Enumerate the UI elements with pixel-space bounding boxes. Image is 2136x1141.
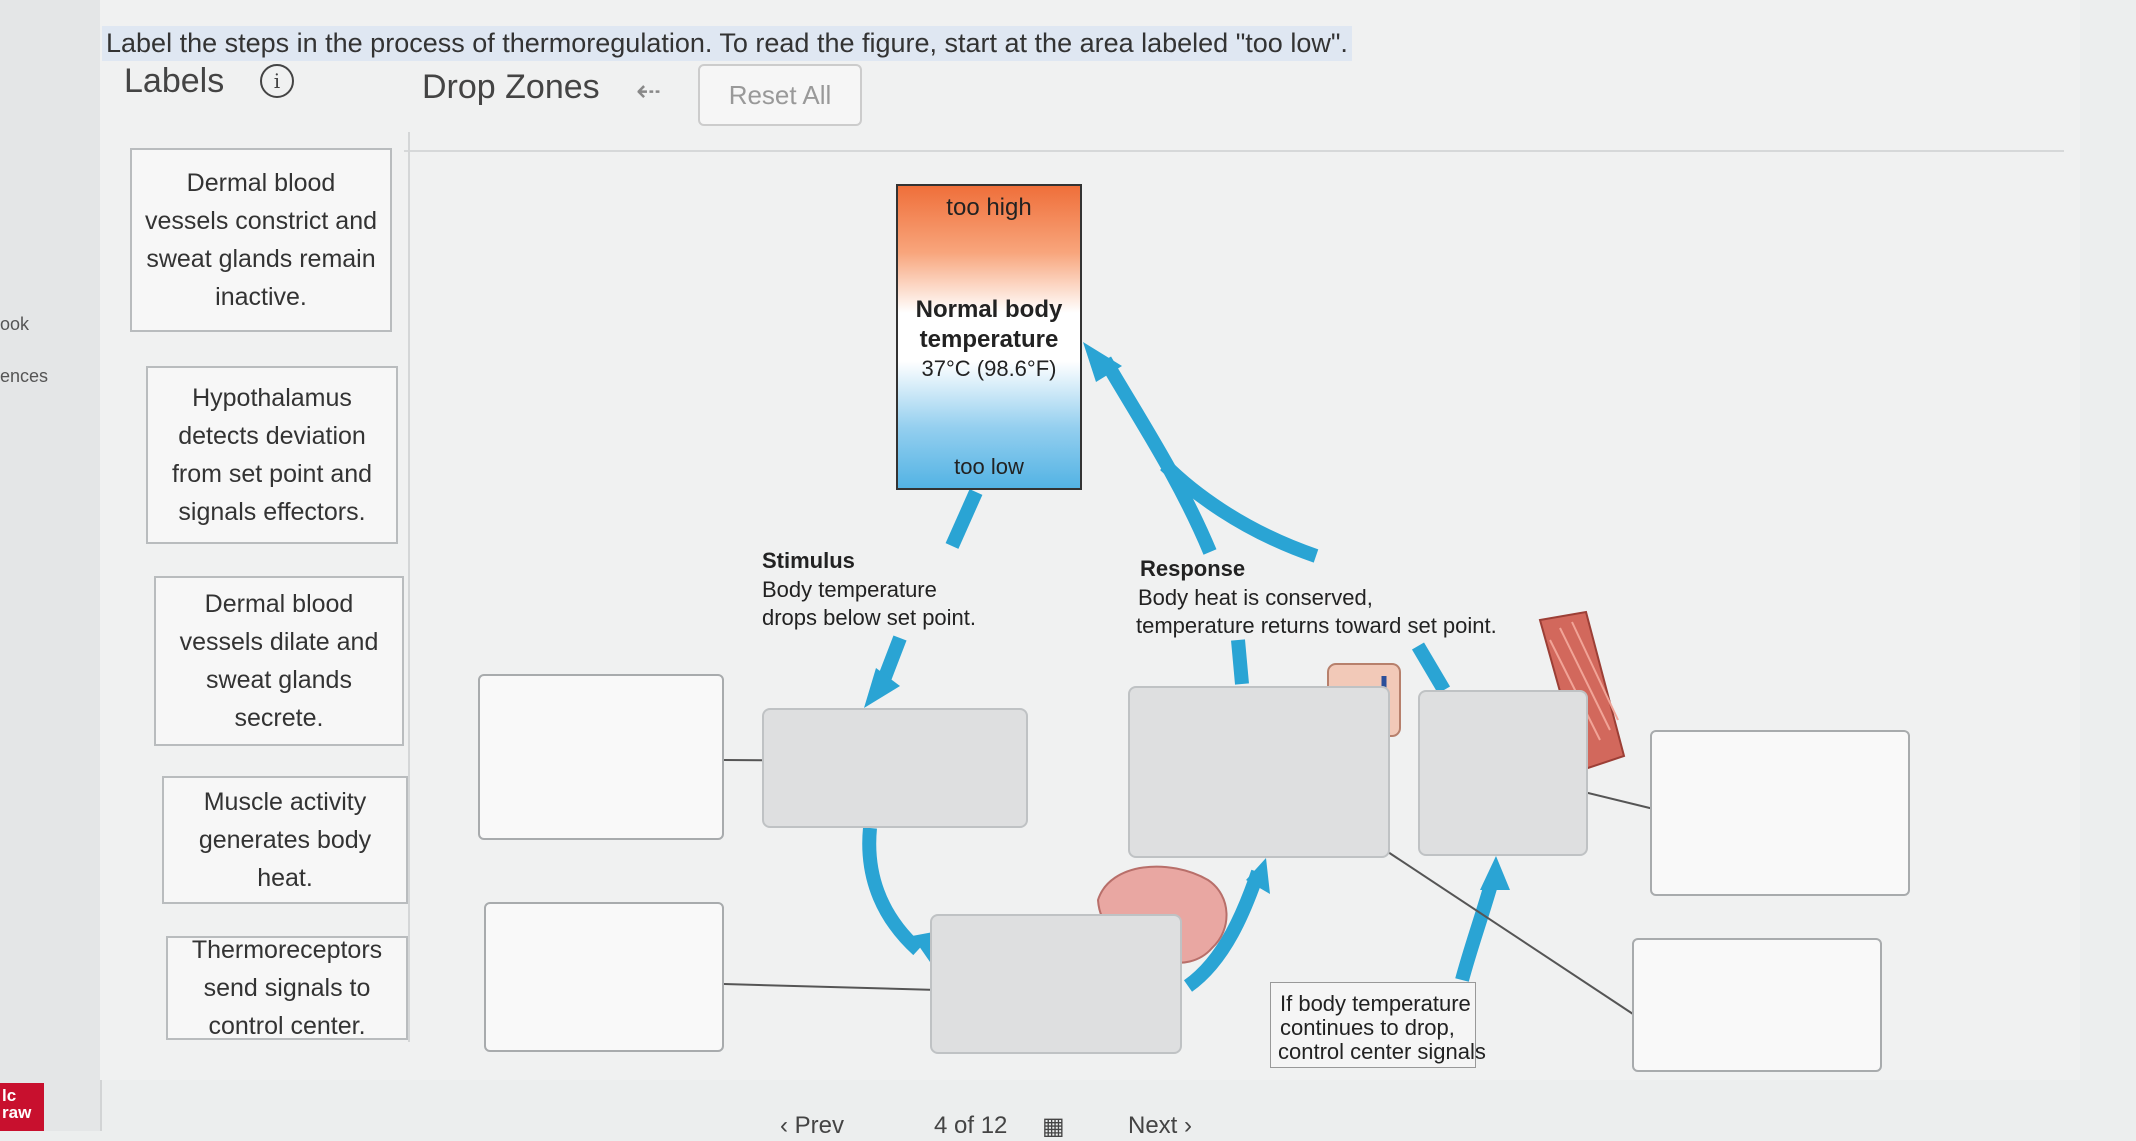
arrow-curve-to-effector1 bbox=[1183, 869, 1265, 992]
drop-zone-1[interactable] bbox=[478, 674, 724, 840]
note-arrowhead bbox=[1480, 856, 1510, 890]
stimulus-line2: drops below set point. bbox=[762, 605, 977, 630]
prev-label: Prev bbox=[794, 1112, 845, 1139]
info-icon[interactable]: i bbox=[260, 64, 294, 98]
label-card-thermoreceptors[interactable]: Thermoreceptors send signals to control … bbox=[166, 936, 408, 1040]
arrow-return-main bbox=[1098, 356, 1217, 555]
arrow-too-low-down bbox=[945, 489, 983, 549]
arrow-effector2-up bbox=[1411, 642, 1451, 694]
normal-label-line1: Normal body bbox=[915, 296, 1063, 323]
normal-label-line2: temperature bbox=[919, 326, 1059, 353]
note-line2: continues to drop, bbox=[1280, 1015, 1455, 1040]
sidebar-link-book[interactable]: ook bbox=[0, 314, 30, 334]
stimulus-arrowhead bbox=[864, 668, 900, 708]
effector-target-box-2[interactable] bbox=[1418, 690, 1588, 856]
control-center-target-box[interactable] bbox=[930, 914, 1182, 1054]
header-divider bbox=[404, 150, 2064, 152]
question-text: Label the steps in the process of thermo… bbox=[102, 26, 1352, 61]
label-card-dilate[interactable]: Dermal blood vessels dilate and sweat gl… bbox=[154, 576, 404, 746]
arrow-effector1-up bbox=[1231, 639, 1249, 685]
labels-column bbox=[108, 132, 410, 1042]
thermometer-scale: too high Normal body temperature 37°C (9… bbox=[896, 184, 1082, 490]
prev-button[interactable]: ‹ Prev bbox=[780, 1112, 845, 1139]
drop-zone-4[interactable] bbox=[1632, 938, 1882, 1072]
response-heading: Response bbox=[1140, 556, 1246, 581]
reset-all-button[interactable]: Reset All bbox=[698, 64, 862, 126]
arrow-note-up bbox=[1455, 886, 1497, 982]
label-card-muscle[interactable]: Muscle activity generates body heat. bbox=[162, 776, 408, 904]
effector1-arrowhead bbox=[1246, 858, 1270, 894]
page-indicator: 4 of 12 bbox=[934, 1112, 1008, 1139]
label-card-hypothalamus[interactable]: Hypothalamus detects deviation from set … bbox=[146, 366, 398, 544]
stimulus-line1: Body temperature bbox=[762, 577, 937, 602]
drop-zones-heading: Drop Zones bbox=[422, 68, 600, 106]
grid-icon[interactable]: ▦ bbox=[1042, 1113, 1065, 1140]
note-box bbox=[1270, 982, 1476, 1068]
label-card-constrict[interactable]: Dermal blood vessels constrict and sweat… bbox=[130, 148, 392, 332]
response-line2: temperature returns toward set point. bbox=[1136, 613, 1497, 638]
feedback-arrows bbox=[862, 356, 1497, 992]
labels-heading: Labels bbox=[124, 62, 225, 100]
stimulus-target-box[interactable] bbox=[762, 708, 1028, 828]
undo-arrow-icon[interactable]: ⇠ bbox=[636, 75, 662, 108]
too-low-label: too low bbox=[954, 454, 1024, 479]
drop-zone-3[interactable] bbox=[1650, 730, 1910, 896]
arrow-curve-to-center bbox=[862, 827, 923, 956]
stimulus-heading: Stimulus bbox=[762, 548, 855, 573]
too-high-label: too high bbox=[946, 194, 1032, 221]
next-button[interactable]: Next › bbox=[1128, 1112, 1193, 1139]
note-line1: If body temperature bbox=[1280, 991, 1471, 1016]
normal-value: 37°C (98.6°F) bbox=[921, 356, 1057, 381]
response-line1: Body heat is conserved, bbox=[1138, 585, 1373, 610]
drop-zone-2[interactable] bbox=[484, 902, 724, 1052]
arrowheads bbox=[864, 342, 1510, 962]
sidebar-link-references[interactable]: ences bbox=[0, 366, 49, 386]
next-label: Next bbox=[1128, 1112, 1178, 1139]
note-line3: control center signals bbox=[1278, 1039, 1486, 1064]
return-arrowhead bbox=[1083, 342, 1122, 382]
effector-target-box-1[interactable] bbox=[1128, 686, 1390, 858]
question-panel bbox=[100, 0, 2080, 1080]
